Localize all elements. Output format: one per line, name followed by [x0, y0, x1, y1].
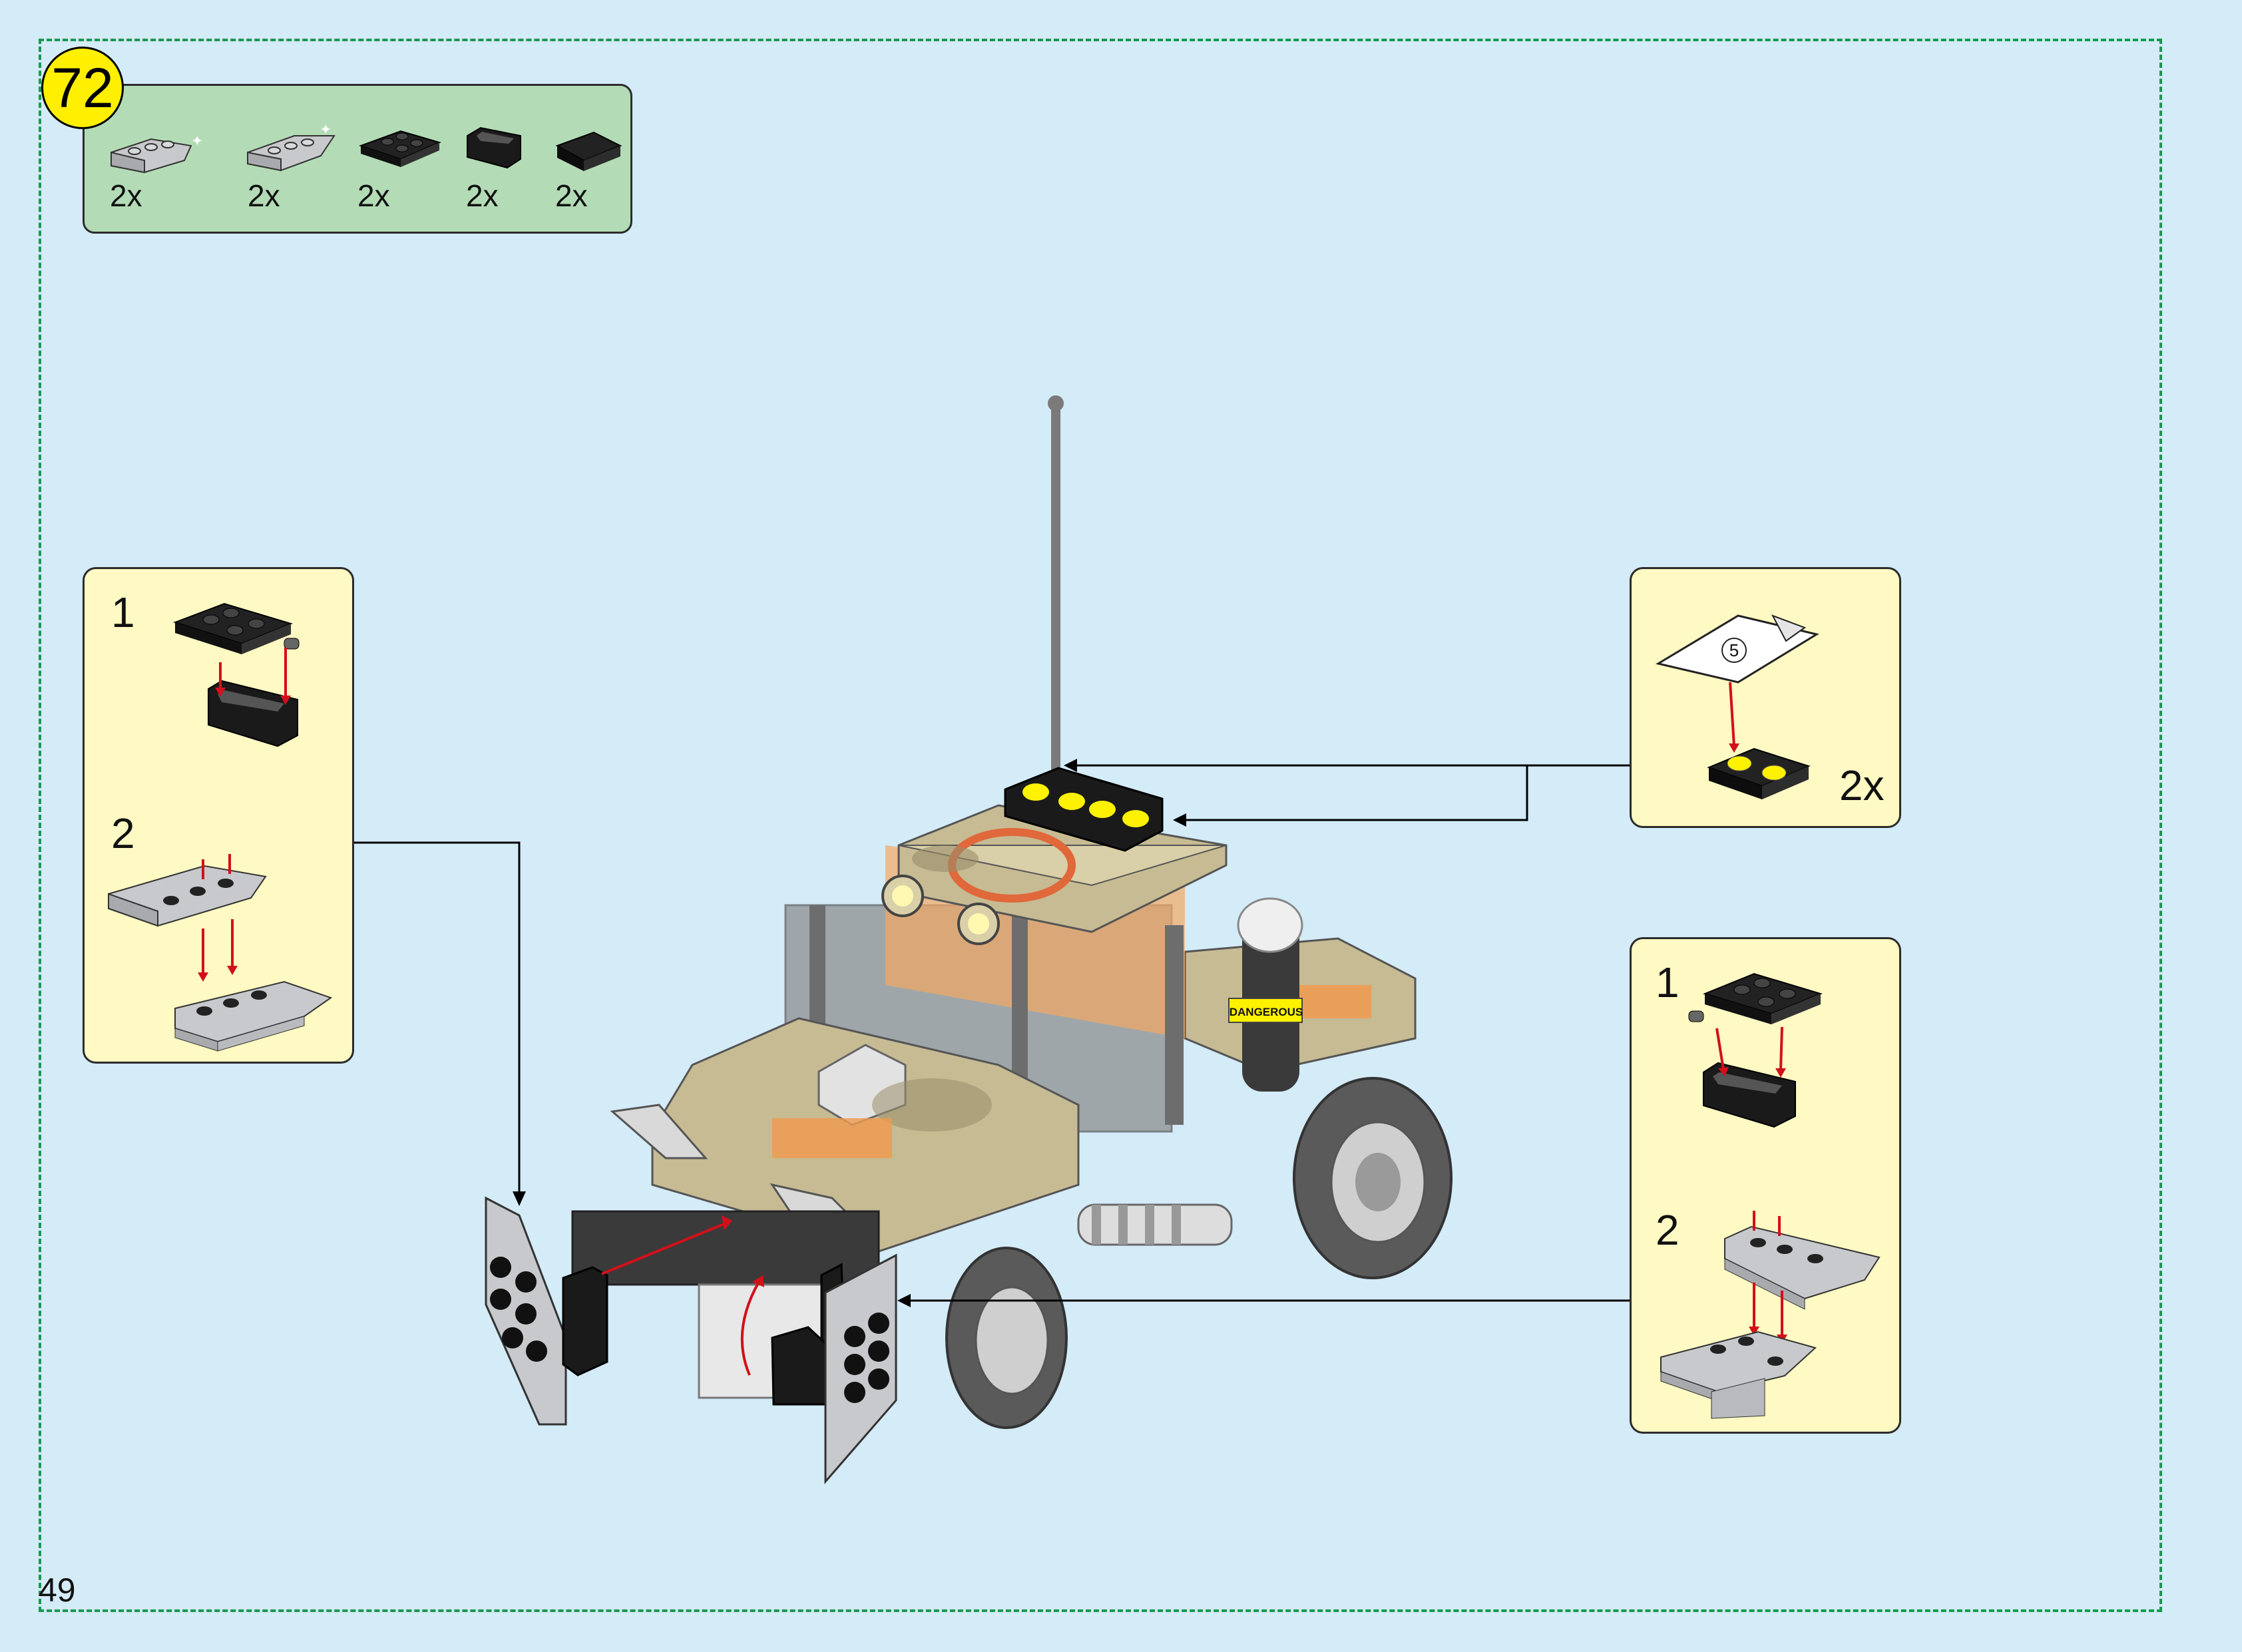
parts-list-box: ✦ ✦: [83, 84, 632, 234]
right-side-plate-assembly-icon: [771, 1253, 897, 1485]
wedge-plate-gray-icon: [1724, 1225, 1881, 1310]
black-bracket-icon: [1703, 1062, 1796, 1128]
substep-label-1: 1: [1656, 958, 1680, 1006]
black-plate-with-clip-icon: [172, 602, 300, 654]
wedge-plate-gray-icon: [108, 865, 267, 927]
subassembly-left-box: 1 2: [83, 567, 354, 1064]
wedge-assembly-icon: [1660, 1331, 1817, 1419]
step-number: 72: [51, 56, 114, 119]
wedge-plate-gray-left-icon: ✦: [111, 132, 203, 174]
wedge-plate-gray-right-icon: ✦: [247, 121, 336, 172]
slope-tile-with-lights-icon: [1707, 747, 1811, 799]
svg-text:✦: ✦: [191, 132, 203, 149]
sticker-drawing: 5: [1656, 614, 1819, 799]
headlight-icon: [881, 875, 1000, 945]
subassembly-left-drawing: [108, 602, 333, 1052]
part-qty-4: 2x: [466, 178, 499, 213]
left-side-plate-assembly-icon: [485, 1196, 608, 1426]
sticker-qty: 2x: [1839, 761, 1885, 809]
dangerous-decal-text: DANGEROUS: [1230, 1006, 1303, 1018]
subassembly-sticker-box: 5 2x: [1630, 567, 1901, 828]
parts-icons: ✦ ✦: [111, 121, 622, 174]
rear-wheel-icon: [1293, 1077, 1453, 1279]
front-wheel-icon: [945, 1247, 1068, 1429]
part-qty-3: 2x: [357, 178, 390, 213]
exhaust-pipe-icon: [1077, 1203, 1233, 1246]
step-number-badge: 72: [41, 47, 124, 129]
substep-label-1: 1: [111, 588, 135, 636]
roof-light-bar-icon: [1004, 767, 1164, 852]
slope-tile-black-icon: [555, 131, 622, 171]
page-number: 49: [39, 1571, 76, 1609]
substep-label-2: 2: [111, 809, 135, 857]
plate-2x2-black-with-clip-icon: [358, 130, 441, 167]
sticker-sheet-icon: 5: [1656, 614, 1819, 684]
svg-text:✦: ✦: [320, 121, 332, 138]
bracket-black-icon: [467, 126, 521, 169]
part-qty-1: 2x: [110, 178, 142, 213]
subassembly-right-box: 1 2: [1630, 937, 1901, 1434]
subassembly-right-drawing: [1660, 972, 1881, 1419]
part-qty-2: 2x: [248, 178, 280, 213]
wedge-assembly-icon: [174, 980, 333, 1052]
substep-label-2: 2: [1656, 1206, 1680, 1254]
red-arrow-icon: [601, 1215, 764, 1376]
sticker-number: 5: [1729, 640, 1739, 660]
part-qty-5: 2x: [555, 178, 588, 213]
gas-cylinder-icon: DANGEROUS: [1228, 897, 1303, 1092]
page-frame: [39, 39, 2162, 1612]
black-plate-with-clip-icon: [1688, 972, 1823, 1024]
callout-lines: [354, 764, 1630, 1302]
